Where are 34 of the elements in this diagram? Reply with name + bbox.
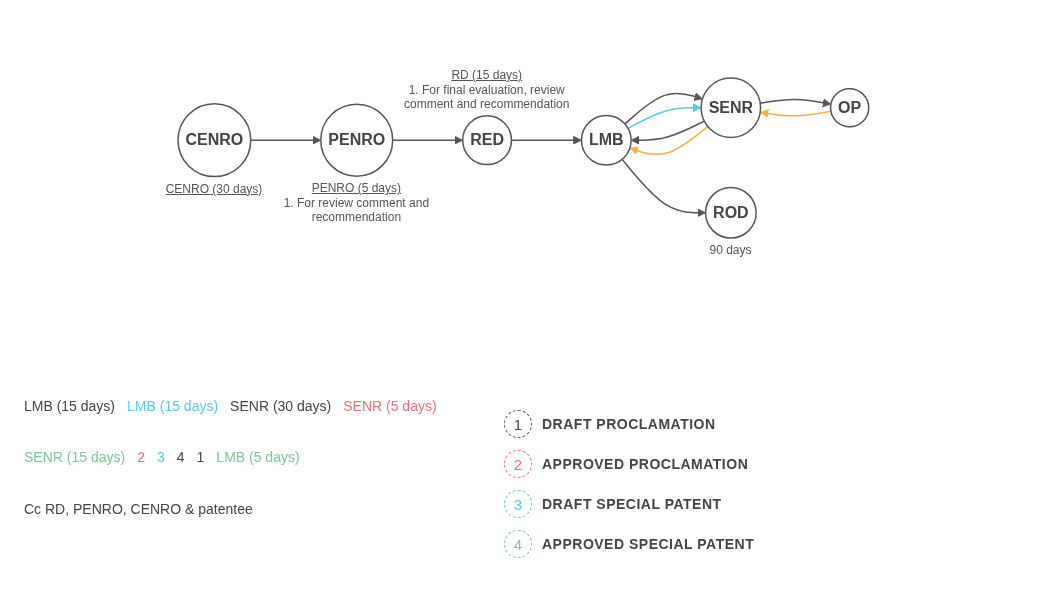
node-circle: SENR [700, 77, 761, 139]
note-text: 1. For review comment and recommendation [282, 196, 431, 225]
legend-text: DRAFT SPECIAL PATENT [542, 496, 722, 512]
node-circle: LMB [580, 114, 632, 166]
arrow [623, 92, 703, 125]
note-text: 1. For final evaluation, review comment and recommendation [403, 82, 571, 111]
legend-text: DRAFT PROCLAMATION [542, 416, 716, 432]
note-text: LMB (15 days) [127, 398, 219, 416]
node-circle: CENRO [176, 103, 252, 178]
note-text: SENR (5 days) [343, 398, 437, 416]
arrow [630, 120, 705, 145]
arrow [621, 158, 706, 218]
node-circle: OP [829, 87, 870, 128]
step-number: 2 [137, 449, 145, 468]
node-circle: PENRO [319, 103, 394, 177]
node-circle: ROD [704, 186, 757, 239]
step-number: 3 [156, 449, 165, 468]
step-number: 1 [196, 449, 205, 468]
duration-text: RD (15 days) [450, 67, 524, 82]
arrow [759, 109, 832, 118]
note-text: LMB (15 days) [24, 398, 116, 416]
note-text: Cc RD, PENRO, CENRO & patentee [24, 500, 253, 519]
legend-text: APPROVED SPECIAL PATENT [542, 536, 755, 552]
note-text: SENR (30 days) [230, 398, 332, 416]
duration-text: CENRO (30 days) [164, 181, 264, 196]
arrow [759, 98, 831, 108]
legend-text: APPROVED PROCLAMATION [542, 456, 749, 472]
note-text: LMB (5 days) [216, 449, 300, 468]
duration-text: 90 days [708, 243, 753, 257]
node-circle: RED [461, 115, 512, 166]
duration-text: PENRO (5 days) [310, 181, 403, 196]
note-text: SENR (15 days) [24, 449, 126, 468]
step-number: 4 [176, 449, 185, 468]
arrow [629, 125, 709, 156]
